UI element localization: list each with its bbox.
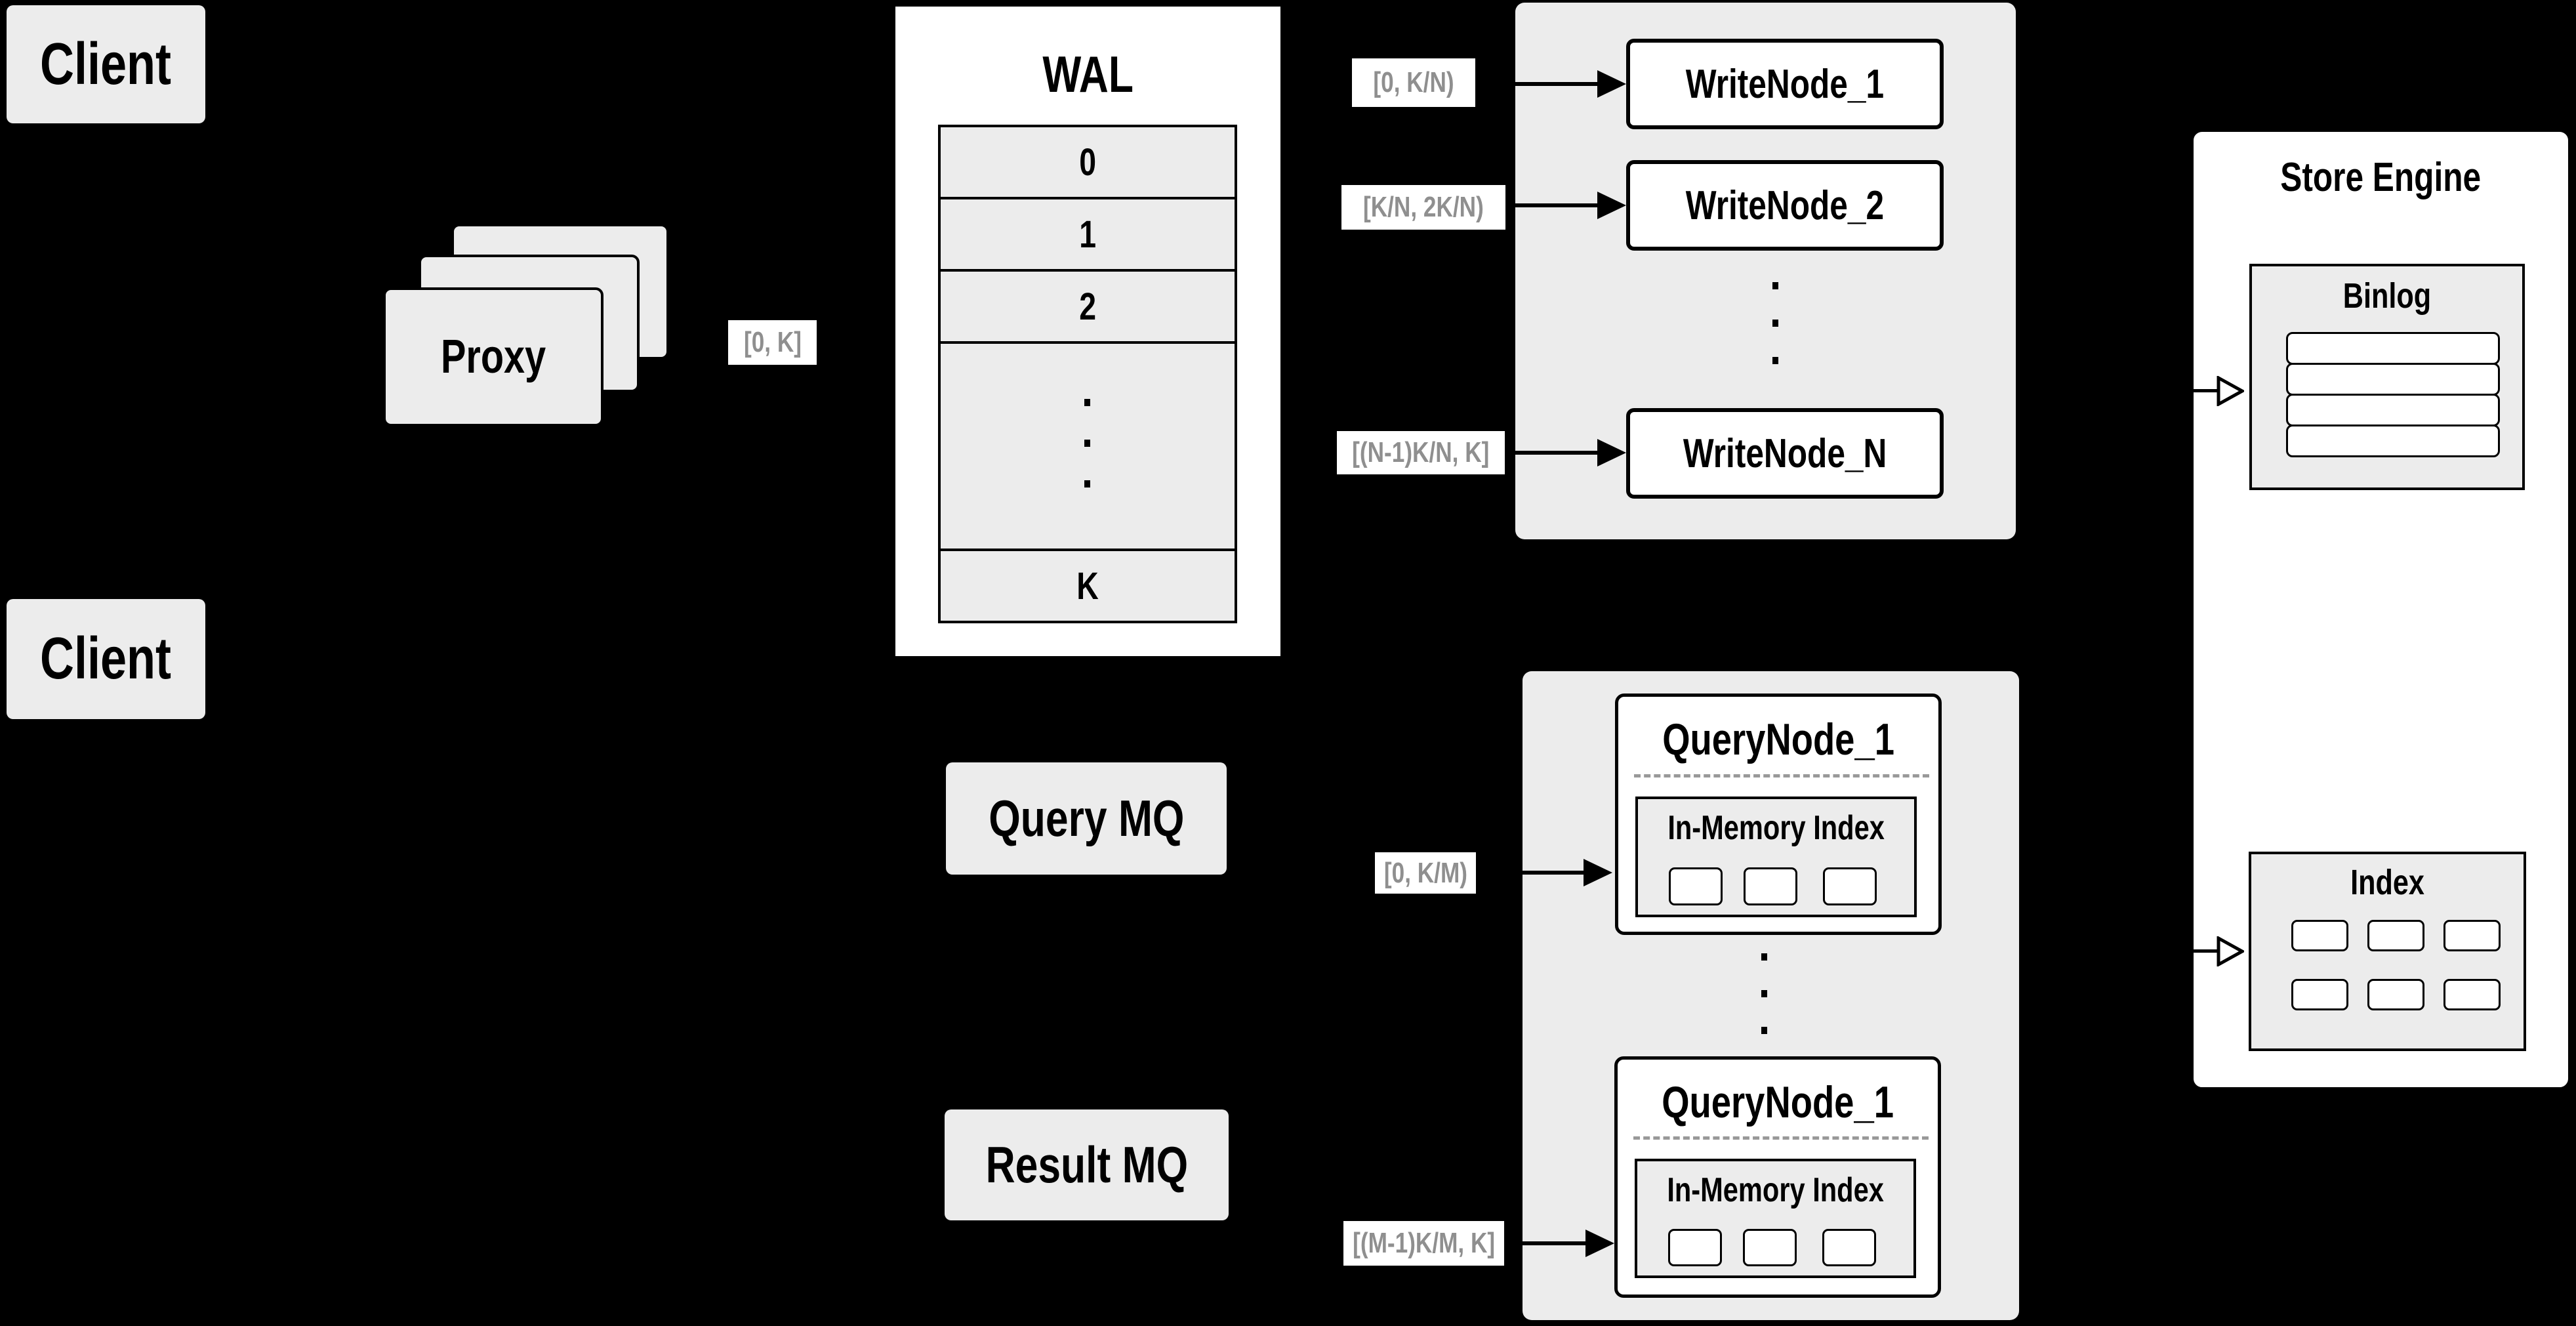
write-nodes-panel: WriteNode_1 WriteNode_2 WriteNode_N	[1515, 3, 2016, 539]
binlog-row	[2286, 425, 2500, 457]
index-box: Index	[2249, 852, 2526, 1051]
wal-container: WAL 0 1 2 K	[895, 7, 1280, 656]
client-box-top: Client	[7, 5, 205, 123]
index-chip	[2443, 920, 2501, 951]
arrow-line-write-1	[1515, 82, 1599, 86]
binlog-rows	[2286, 332, 2500, 457]
result-mq-box: Result MQ	[945, 1109, 1229, 1220]
query-node-m: QueryNode_1 In-Memory Index	[1614, 1056, 1941, 1298]
range-label-client-to-wal: [0, K]	[728, 320, 817, 365]
dashed-separator	[1633, 1136, 1929, 1140]
wal-cell-ellipsis	[938, 341, 1237, 551]
proxy-card-front: Proxy	[383, 287, 603, 426]
query-node-title: QueryNode_1	[1662, 1077, 1894, 1127]
range-label-query-m: [(M-1)K/M, K]	[1343, 1221, 1504, 1266]
range-label-write-2: [K/N, 2K/N)	[1341, 185, 1505, 230]
wal-cell-1: 1	[938, 197, 1237, 272]
query-node-title: QueryNode_1	[1662, 715, 1894, 764]
index-title: Index	[2350, 863, 2424, 902]
ellipsis-dot	[1772, 282, 1778, 289]
client-box-bottom: Client	[7, 599, 205, 719]
ellipsis-dot	[1084, 480, 1090, 487]
arrow-line-query-1	[1523, 871, 1585, 875]
wal-cell-k: K	[938, 549, 1237, 623]
binlog-row	[2286, 332, 2500, 365]
ellipsis-dot	[1761, 990, 1767, 997]
binlog-row	[2286, 394, 2500, 426]
wal-table: 0 1 2 K	[938, 125, 1237, 623]
index-chip	[2443, 979, 2501, 1010]
index-chip	[2367, 920, 2424, 951]
segment-chip	[1743, 1229, 1797, 1266]
arrow-line-query-m	[1523, 1241, 1587, 1245]
binlog-box: Binlog	[2249, 264, 2525, 490]
ellipsis-dot	[1761, 1027, 1767, 1034]
binlog-title: Binlog	[2342, 276, 2432, 316]
in-memory-index-box-1: In-Memory Index	[1635, 797, 1917, 917]
open-arrowhead-binlog-icon	[2217, 376, 2244, 406]
open-arrowhead-index-icon	[2217, 936, 2244, 966]
store-engine-title: Store Engine	[2280, 155, 2482, 200]
ellipsis-dot	[1772, 320, 1778, 327]
write-node-n: WriteNode_N	[1626, 408, 1944, 499]
in-memory-index-box-2: In-Memory Index	[1635, 1159, 1916, 1278]
segment-chip	[1668, 1229, 1722, 1266]
range-label-write-n: [(N-1)K/N, K]	[1337, 431, 1505, 474]
arrow-line-write-n	[1515, 451, 1599, 455]
query-node-1: QueryNode_1 In-Memory Index	[1615, 694, 1942, 935]
arrowhead-write-n-icon	[1597, 439, 1626, 466]
arrowhead-query-m-icon	[1585, 1230, 1614, 1257]
index-chip	[2291, 920, 2348, 951]
segment-chip	[1669, 867, 1723, 905]
index-chip	[2291, 979, 2348, 1010]
ellipsis-dot	[1772, 357, 1778, 364]
index-chip	[2367, 979, 2424, 1010]
segment-chip	[1823, 867, 1877, 905]
wal-cell-0: 0	[938, 125, 1237, 199]
segment-chip	[1744, 867, 1797, 905]
ellipsis-dot	[1084, 399, 1090, 406]
arrowhead-query-1-icon	[1584, 859, 1612, 886]
query-nodes-panel: QueryNode_1 In-Memory Index QueryNode_1	[1523, 671, 2019, 1320]
write-node-2: WriteNode_2	[1626, 160, 1944, 251]
in-memory-index-title: In-Memory Index	[1667, 809, 1885, 847]
client-label: Client	[40, 626, 172, 692]
wal-cell-2: 2	[938, 269, 1237, 344]
proxy-label: Proxy	[440, 331, 546, 383]
range-label-write-1: [0, K/N)	[1352, 58, 1475, 107]
arrow-line-index	[2192, 949, 2219, 953]
query-mq-box: Query MQ	[946, 762, 1227, 875]
segment-chip	[1822, 1229, 1876, 1266]
arrowhead-write-1-icon	[1597, 70, 1626, 98]
dashed-separator	[1634, 774, 1929, 777]
write-node-1: WriteNode_1	[1626, 39, 1944, 129]
store-engine-box: Store Engine Binlog Index	[2190, 129, 2571, 1090]
ellipsis-dot	[1084, 440, 1090, 447]
ellipsis-dot	[1761, 953, 1767, 961]
arrow-line-binlog	[2192, 389, 2219, 392]
range-label-query-1: [0, K/M)	[1375, 852, 1476, 894]
in-memory-index-title: In-Memory Index	[1667, 1171, 1884, 1209]
arrowhead-write-2-icon	[1597, 192, 1626, 219]
arrow-line-write-2	[1515, 203, 1599, 207]
wal-title: WAL	[1042, 45, 1134, 103]
client-label: Client	[40, 31, 172, 97]
binlog-row	[2286, 363, 2500, 396]
